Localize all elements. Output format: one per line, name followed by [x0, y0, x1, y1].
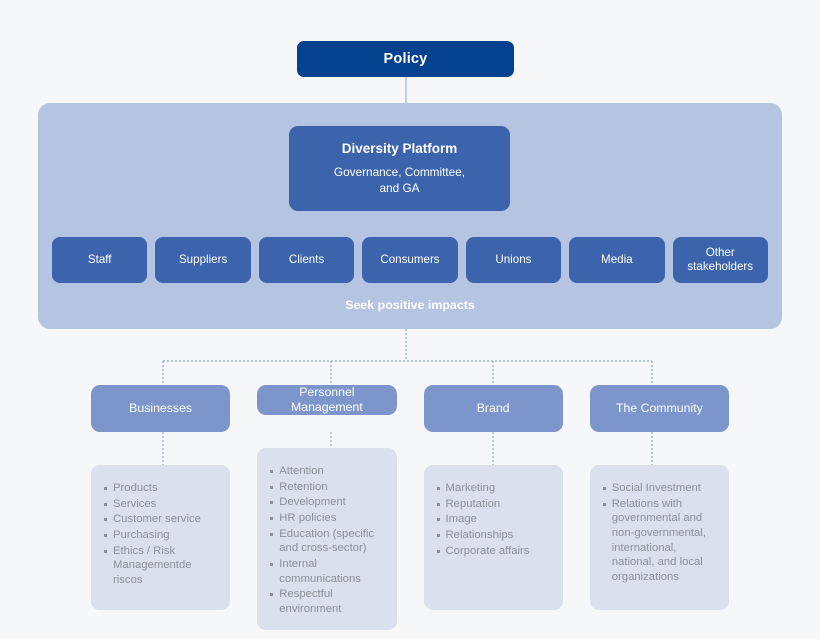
- impact-column-brand: Brand Marketing Reputation Image Relatio…: [423, 385, 563, 610]
- policy-label: Policy: [383, 51, 428, 67]
- list-item: Marketing: [436, 481, 553, 496]
- impact-column-businesses: Businesses Products Services Customer se…: [91, 385, 231, 610]
- list-item: Relationships: [436, 528, 553, 543]
- list-item: Education (specific and cross-sector): [269, 527, 386, 556]
- column-header-label: Personnel Management: [290, 385, 363, 414]
- diversity-platform-box: Diversity Platform Governance, Committee…: [289, 126, 510, 211]
- list-item: Retention: [269, 480, 386, 495]
- list-item: Purchasing: [103, 528, 220, 543]
- stakeholder-chip-staff[interactable]: Staff: [52, 237, 148, 283]
- stakeholder-chip-consumers[interactable]: Consumers: [362, 237, 458, 283]
- column-header-brand[interactable]: Brand: [423, 385, 563, 432]
- column-header-label: Brand: [476, 401, 510, 415]
- stakeholder-chip-media[interactable]: Media: [569, 237, 665, 283]
- chip-label: Consumers: [380, 253, 440, 267]
- column-body-brand: Marketing Reputation Image Relationships…: [423, 465, 563, 610]
- list-item: HR policies: [269, 511, 386, 526]
- column-body-businesses: Products Services Customer service Purch…: [91, 465, 231, 610]
- column-header-personnel-management[interactable]: Personnel Management: [257, 385, 397, 415]
- platform-subtitle: Governance, Committee, and GA: [333, 165, 466, 195]
- column-header-label: Businesses: [129, 401, 193, 415]
- chip-label: Unions: [495, 253, 532, 267]
- bullet-list: Products Services Customer service Purch…: [103, 481, 220, 588]
- chip-label: Media: [601, 253, 633, 267]
- list-item: Image: [436, 512, 553, 527]
- column-body-personnel-management: Attention Retention Development HR polic…: [257, 448, 397, 630]
- list-item: Services: [103, 497, 220, 512]
- column-body-the-community: Social Investment Relations with governm…: [589, 465, 729, 610]
- impact-columns: Businesses Products Services Customer se…: [91, 385, 729, 630]
- stakeholder-chip-other-stakeholders[interactable]: Other stakeholders: [672, 237, 768, 283]
- seek-positive-impacts-label: Seek positive impacts: [345, 298, 475, 312]
- list-item: Products: [103, 481, 220, 496]
- list-item: Relations with governmental and non-gove…: [602, 497, 719, 585]
- stakeholder-chip-unions[interactable]: Unions: [465, 237, 562, 283]
- list-item: Ethics / Risk Managementde riscos: [103, 544, 220, 588]
- column-header-businesses[interactable]: Businesses: [91, 385, 231, 432]
- chip-label: Clients: [288, 253, 325, 267]
- list-item: Social Investment: [602, 481, 719, 496]
- chip-label: Other stakeholders: [687, 246, 754, 273]
- policy-box: Policy: [297, 41, 514, 77]
- bullet-list: Marketing Reputation Image Relationships…: [436, 481, 553, 558]
- list-item: Development: [269, 495, 386, 510]
- bullet-list: Social Investment Relations with governm…: [602, 481, 719, 585]
- list-item: Attention: [269, 464, 386, 479]
- impact-column-the-community: The Community Social Investment Relation…: [589, 385, 729, 610]
- list-item: Respectful environment: [269, 587, 386, 616]
- stakeholder-chip-clients[interactable]: Clients: [258, 237, 355, 283]
- chip-label: Staff: [87, 253, 112, 267]
- stakeholder-chip-row: Staff Suppliers Clients Consumers Unions…: [52, 237, 768, 283]
- list-item: Reputation: [436, 497, 553, 512]
- platform-title: Diversity Platform: [341, 141, 458, 157]
- bullet-list: Attention Retention Development HR polic…: [269, 464, 386, 617]
- column-header-the-community[interactable]: The Community: [589, 385, 729, 432]
- list-item: Customer service: [103, 512, 220, 527]
- impact-column-personnel-management: Personnel Management Attention Retention…: [257, 385, 397, 630]
- chip-label: Suppliers: [178, 253, 228, 267]
- list-item: Corporate affairs: [436, 544, 553, 559]
- stakeholder-chip-suppliers[interactable]: Suppliers: [155, 237, 251, 283]
- list-item: Internal communications: [269, 557, 386, 586]
- column-header-label: The Community: [615, 401, 703, 415]
